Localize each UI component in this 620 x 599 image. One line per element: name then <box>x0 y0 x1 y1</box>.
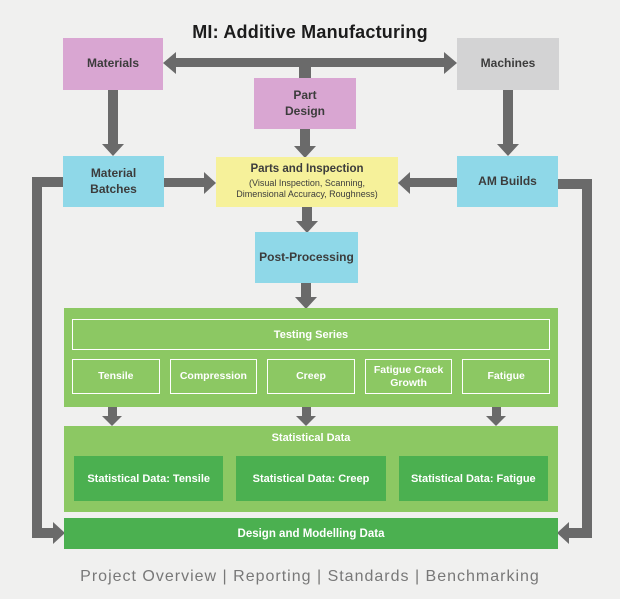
parts-inspection-title: Parts and Inspection <box>250 163 364 176</box>
arrow-testing-to-stats-3-head <box>486 416 506 426</box>
arrow-batches-to-inspection-head <box>204 172 216 194</box>
parts-inspection-subtitle: (Visual Inspection, Scanning, Dimensiona… <box>236 178 378 200</box>
connector-to-part-design <box>299 58 311 80</box>
arrow-batches-to-inspection-shaft <box>164 178 204 187</box>
node-part-design: Part Design <box>254 78 356 129</box>
node-material-batches: Material Batches <box>63 156 164 207</box>
loop-right-arrow-head <box>557 522 569 544</box>
arrow-inspection-to-postprocessing-head <box>296 221 318 233</box>
test-item-compression: Compression <box>169 359 258 394</box>
arrow-testing-to-stats-1-shaft <box>108 407 117 416</box>
arrow-testing-to-stats-2-shaft <box>302 407 311 416</box>
test-item-fatigue-crack-growth: Fatigue Crack Growth <box>364 359 453 394</box>
diagram-title: MI: Additive Manufacturing <box>192 22 428 42</box>
arrow-head-to-machines <box>444 52 457 74</box>
arrow-machines-to-builds-shaft <box>503 90 513 144</box>
footer-links: Project Overview | Reporting | Standards… <box>80 568 540 585</box>
statistical-data-header: Statistical Data <box>271 432 351 444</box>
loop-right-top-segment <box>558 179 592 189</box>
arrow-design-to-inspection-head <box>294 146 316 158</box>
arrow-testing-to-stats-3-shaft <box>492 407 501 416</box>
arrow-head-to-materials <box>163 52 176 74</box>
loop-right-bottom-segment <box>569 528 592 538</box>
arrow-inspection-to-postprocessing-shaft <box>302 207 312 221</box>
node-machines: Machines <box>457 38 559 90</box>
loop-left-top-segment <box>32 177 63 187</box>
loop-left-arrow-head <box>53 522 65 544</box>
arrow-builds-to-inspection-shaft <box>410 178 457 187</box>
arrow-postprocessing-to-testing-head <box>295 297 317 309</box>
node-post-processing: Post-Processing <box>255 232 358 283</box>
stat-item-tensile: Statistical Data: Tensile <box>74 456 224 501</box>
loop-left-bottom-segment <box>32 528 53 538</box>
statistical-data-row: Statistical Data: Tensile Statistical Da… <box>74 456 548 501</box>
arrow-materials-to-batches-shaft <box>108 90 118 144</box>
arrow-postprocessing-to-testing-shaft <box>301 283 311 297</box>
stat-item-creep: Statistical Data: Creep <box>236 456 386 501</box>
testing-series-row: Tensile Compression Creep Fatigue Crack … <box>72 359 550 394</box>
testing-series-panel: Testing Series Tensile Compression Creep… <box>64 308 558 407</box>
stat-item-fatigue: Statistical Data: Fatigue <box>398 456 548 501</box>
arrow-machines-to-builds-head <box>497 144 519 156</box>
test-item-tensile: Tensile <box>72 359 160 394</box>
loop-left-vertical-segment <box>32 177 42 538</box>
node-am-builds: AM Builds <box>457 156 558 207</box>
arrow-design-to-inspection-shaft <box>300 129 310 146</box>
loop-right-vertical-segment <box>582 179 592 538</box>
test-item-fatigue: Fatigue <box>462 359 550 394</box>
node-materials: Materials <box>63 38 163 90</box>
test-item-creep: Creep <box>267 359 355 394</box>
node-parts-inspection: Parts and Inspection (Visual Inspection,… <box>216 157 398 207</box>
arrow-testing-to-stats-2-head <box>296 416 316 426</box>
arrow-builds-to-inspection-head <box>398 172 410 194</box>
statistical-data-panel: Statistical Data Statistical Data: Tensi… <box>64 426 558 512</box>
design-modelling-data-bar: Design and Modelling Data <box>64 518 558 549</box>
arrow-testing-to-stats-1-head <box>102 416 122 426</box>
arrow-materials-to-batches-head <box>102 144 124 156</box>
testing-series-header: Testing Series <box>72 319 550 350</box>
